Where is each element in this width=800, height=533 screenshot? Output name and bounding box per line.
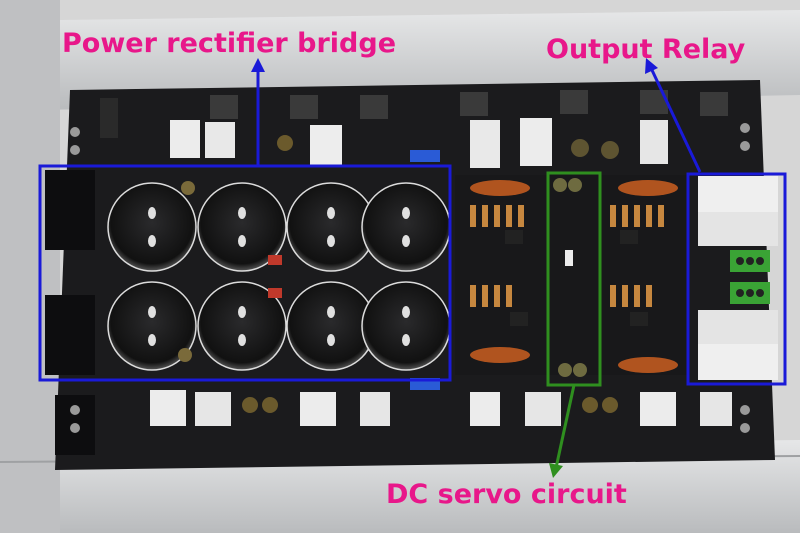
rectifier-heatsink-top [45,170,95,250]
rectifier-label: Power rectifier bridge [62,28,397,59]
bottom-component-row [55,378,732,455]
filter-capacitors [107,181,451,371]
rectifier-highlight-box [38,164,452,382]
rectifier-arrow [251,58,265,166]
relay-label: Output Relay [546,34,746,65]
screw-terminals [70,123,750,433]
servo-arrow [549,384,576,478]
rectifier-heatsink-bottom [45,295,95,375]
output-relays [698,176,778,380]
relay-highlight-box [686,172,787,386]
relay-arrow [645,58,702,173]
amplifier-section [455,175,690,377]
left-heatsink [0,0,60,533]
top-component-row [100,90,728,168]
servo-label: DC servo circuit [386,479,627,510]
